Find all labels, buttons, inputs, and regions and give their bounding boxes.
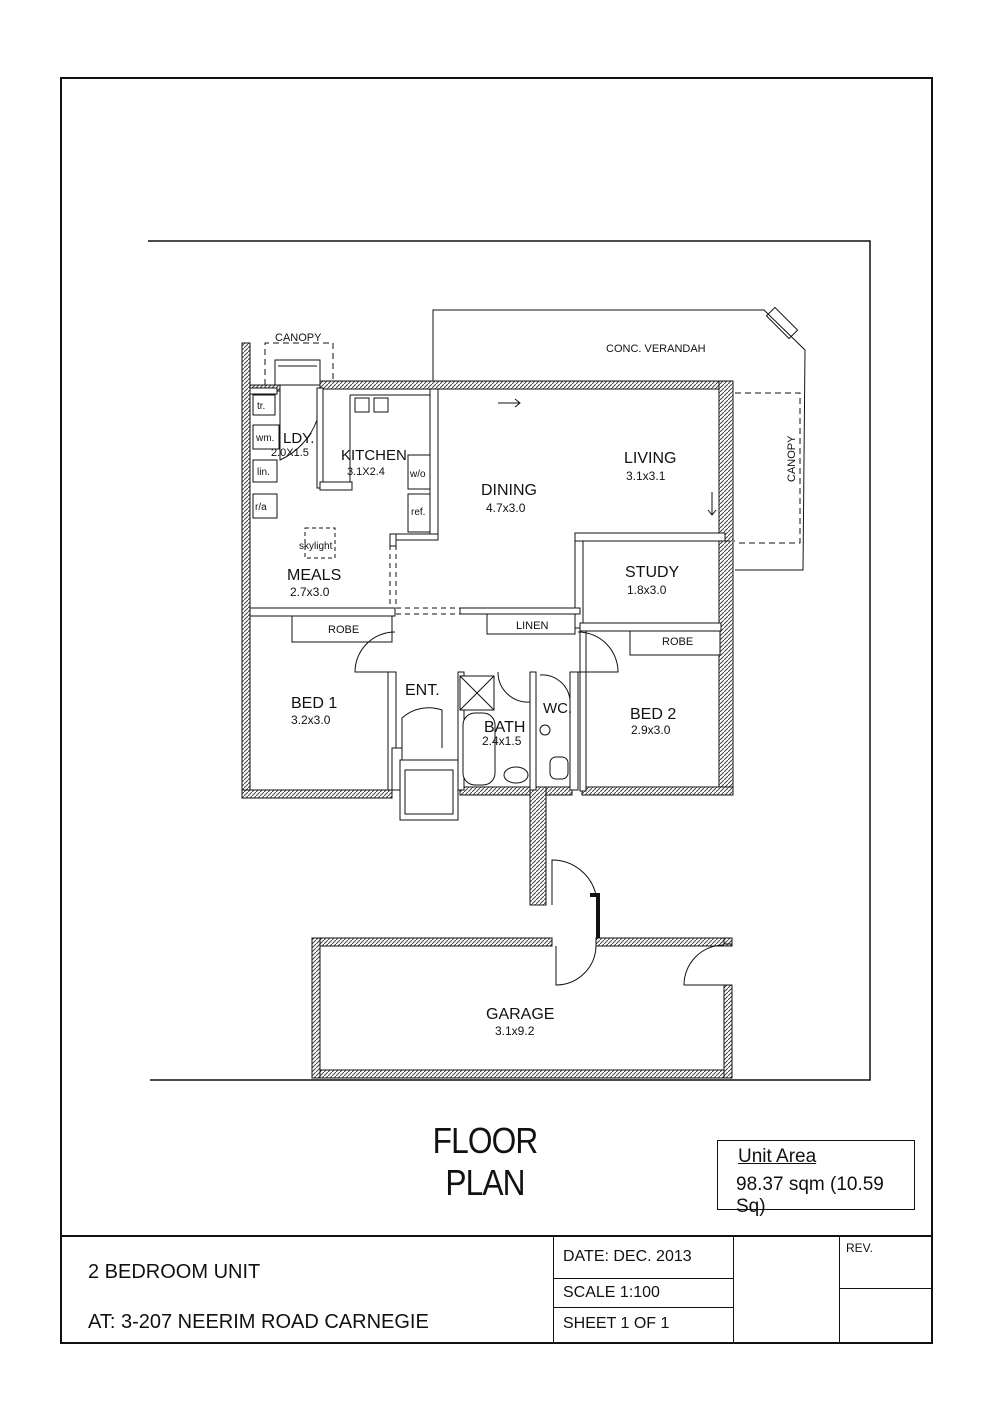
dining-dims: 4.7x3.0 [486,501,526,515]
unit-area-box: Unit Area 98.37 sqm (10.59 Sq) [717,1140,915,1217]
dashed-openings [389,540,735,615]
ref-label: ref. [411,507,425,518]
kitchen-name: KITCHEN [341,447,407,464]
unit-area-value: 98.37 sqm (10.59 Sq) [736,1174,884,1217]
wo-label: w/o [409,469,426,480]
internal-walls [249,387,726,792]
verandah-label: CONC. VERANDAH [606,343,706,355]
arrows [498,398,717,516]
robe2-label: ROBE [662,636,693,648]
laundry-door-arc [279,391,318,461]
title-block-divider [553,1307,733,1308]
tr-label: tr. [257,401,265,412]
door-swings [354,631,725,986]
wm-label: wm. [255,433,274,444]
title-block-divider [553,1278,733,1279]
laundry-fixtures [252,394,280,519]
living-dims: 3.1x3.1 [626,469,666,483]
ra-label: r/a [255,502,267,513]
garage-dims: 3.1x9.2 [495,1024,535,1038]
canopy-top-outline [264,342,334,385]
bed2-dims: 2.9x3.0 [631,723,671,737]
skylight-label: skylight [299,541,333,552]
kitchen-fixtures [349,394,431,533]
back-steps [274,359,321,386]
title-block-divider [839,1288,933,1289]
living-name: LIVING [624,450,676,467]
bath-name: BATH [484,719,525,736]
meals-dims: 2.7x3.0 [290,585,330,599]
ent-name: ENT. [405,682,440,699]
title-block: 2 BEDROOM UNIT AT: 3-207 NEERIM ROAD CAR… [60,1235,933,1344]
canopy-top-label: CANOPY [275,332,322,344]
garage-door-jamb [590,893,600,938]
lin-label: lin. [257,467,270,478]
bed1-name: BED 1 [291,695,337,712]
unit-description: 2 BEDROOM UNIT [88,1261,261,1283]
cupboards [291,613,721,656]
drawing-scale: SCALE 1:100 [563,1284,660,1301]
verandah-post [765,306,799,340]
canopy-side-outline [735,392,801,544]
site-boundary [148,240,871,1081]
address: AT: 3-207 NEERIM ROAD CARNEGIE [88,1311,429,1333]
bath-fixtures [459,675,569,786]
sheet-number: SHEET 1 OF 1 [563,1315,670,1332]
wc-name: WC. [543,700,572,717]
verandah-outline [432,309,806,571]
sheet-frame [60,77,933,1344]
drawing-date: DATE: DEC. 2013 [563,1248,692,1265]
entry-steps [399,759,459,821]
title-block-divider [553,1237,554,1344]
title-block-divider [733,1237,734,1344]
linen-label: LINEN [516,620,548,632]
meals-name: MEALS [287,567,341,584]
robe1-label: ROBE [328,624,359,636]
canopy-side-label: CANOPY [786,435,798,482]
study-dims: 1.8x3.0 [627,583,667,597]
external-walls [241,342,734,1079]
revision-label: REV. [846,1241,873,1255]
bath-dims: 2.4x1.5 [482,734,522,748]
dining-name: DINING [481,482,537,499]
unit-area-label: Unit Area [738,1146,817,1167]
kitchen-dims: 3.1X2.4 [347,466,385,478]
ldy-dims: 2.0X1.5 [271,447,309,459]
study-name: STUDY [625,564,680,581]
skylight [304,527,336,559]
garage-name: GARAGE [486,1006,554,1023]
title-block-divider [839,1237,840,1344]
bed1-dims: 3.2x3.0 [291,713,331,727]
bed2-name: BED 2 [630,706,676,723]
drawing-title: FLOOR PLAN [432,1120,539,1203]
ldy-name: LDY. [283,430,314,447]
